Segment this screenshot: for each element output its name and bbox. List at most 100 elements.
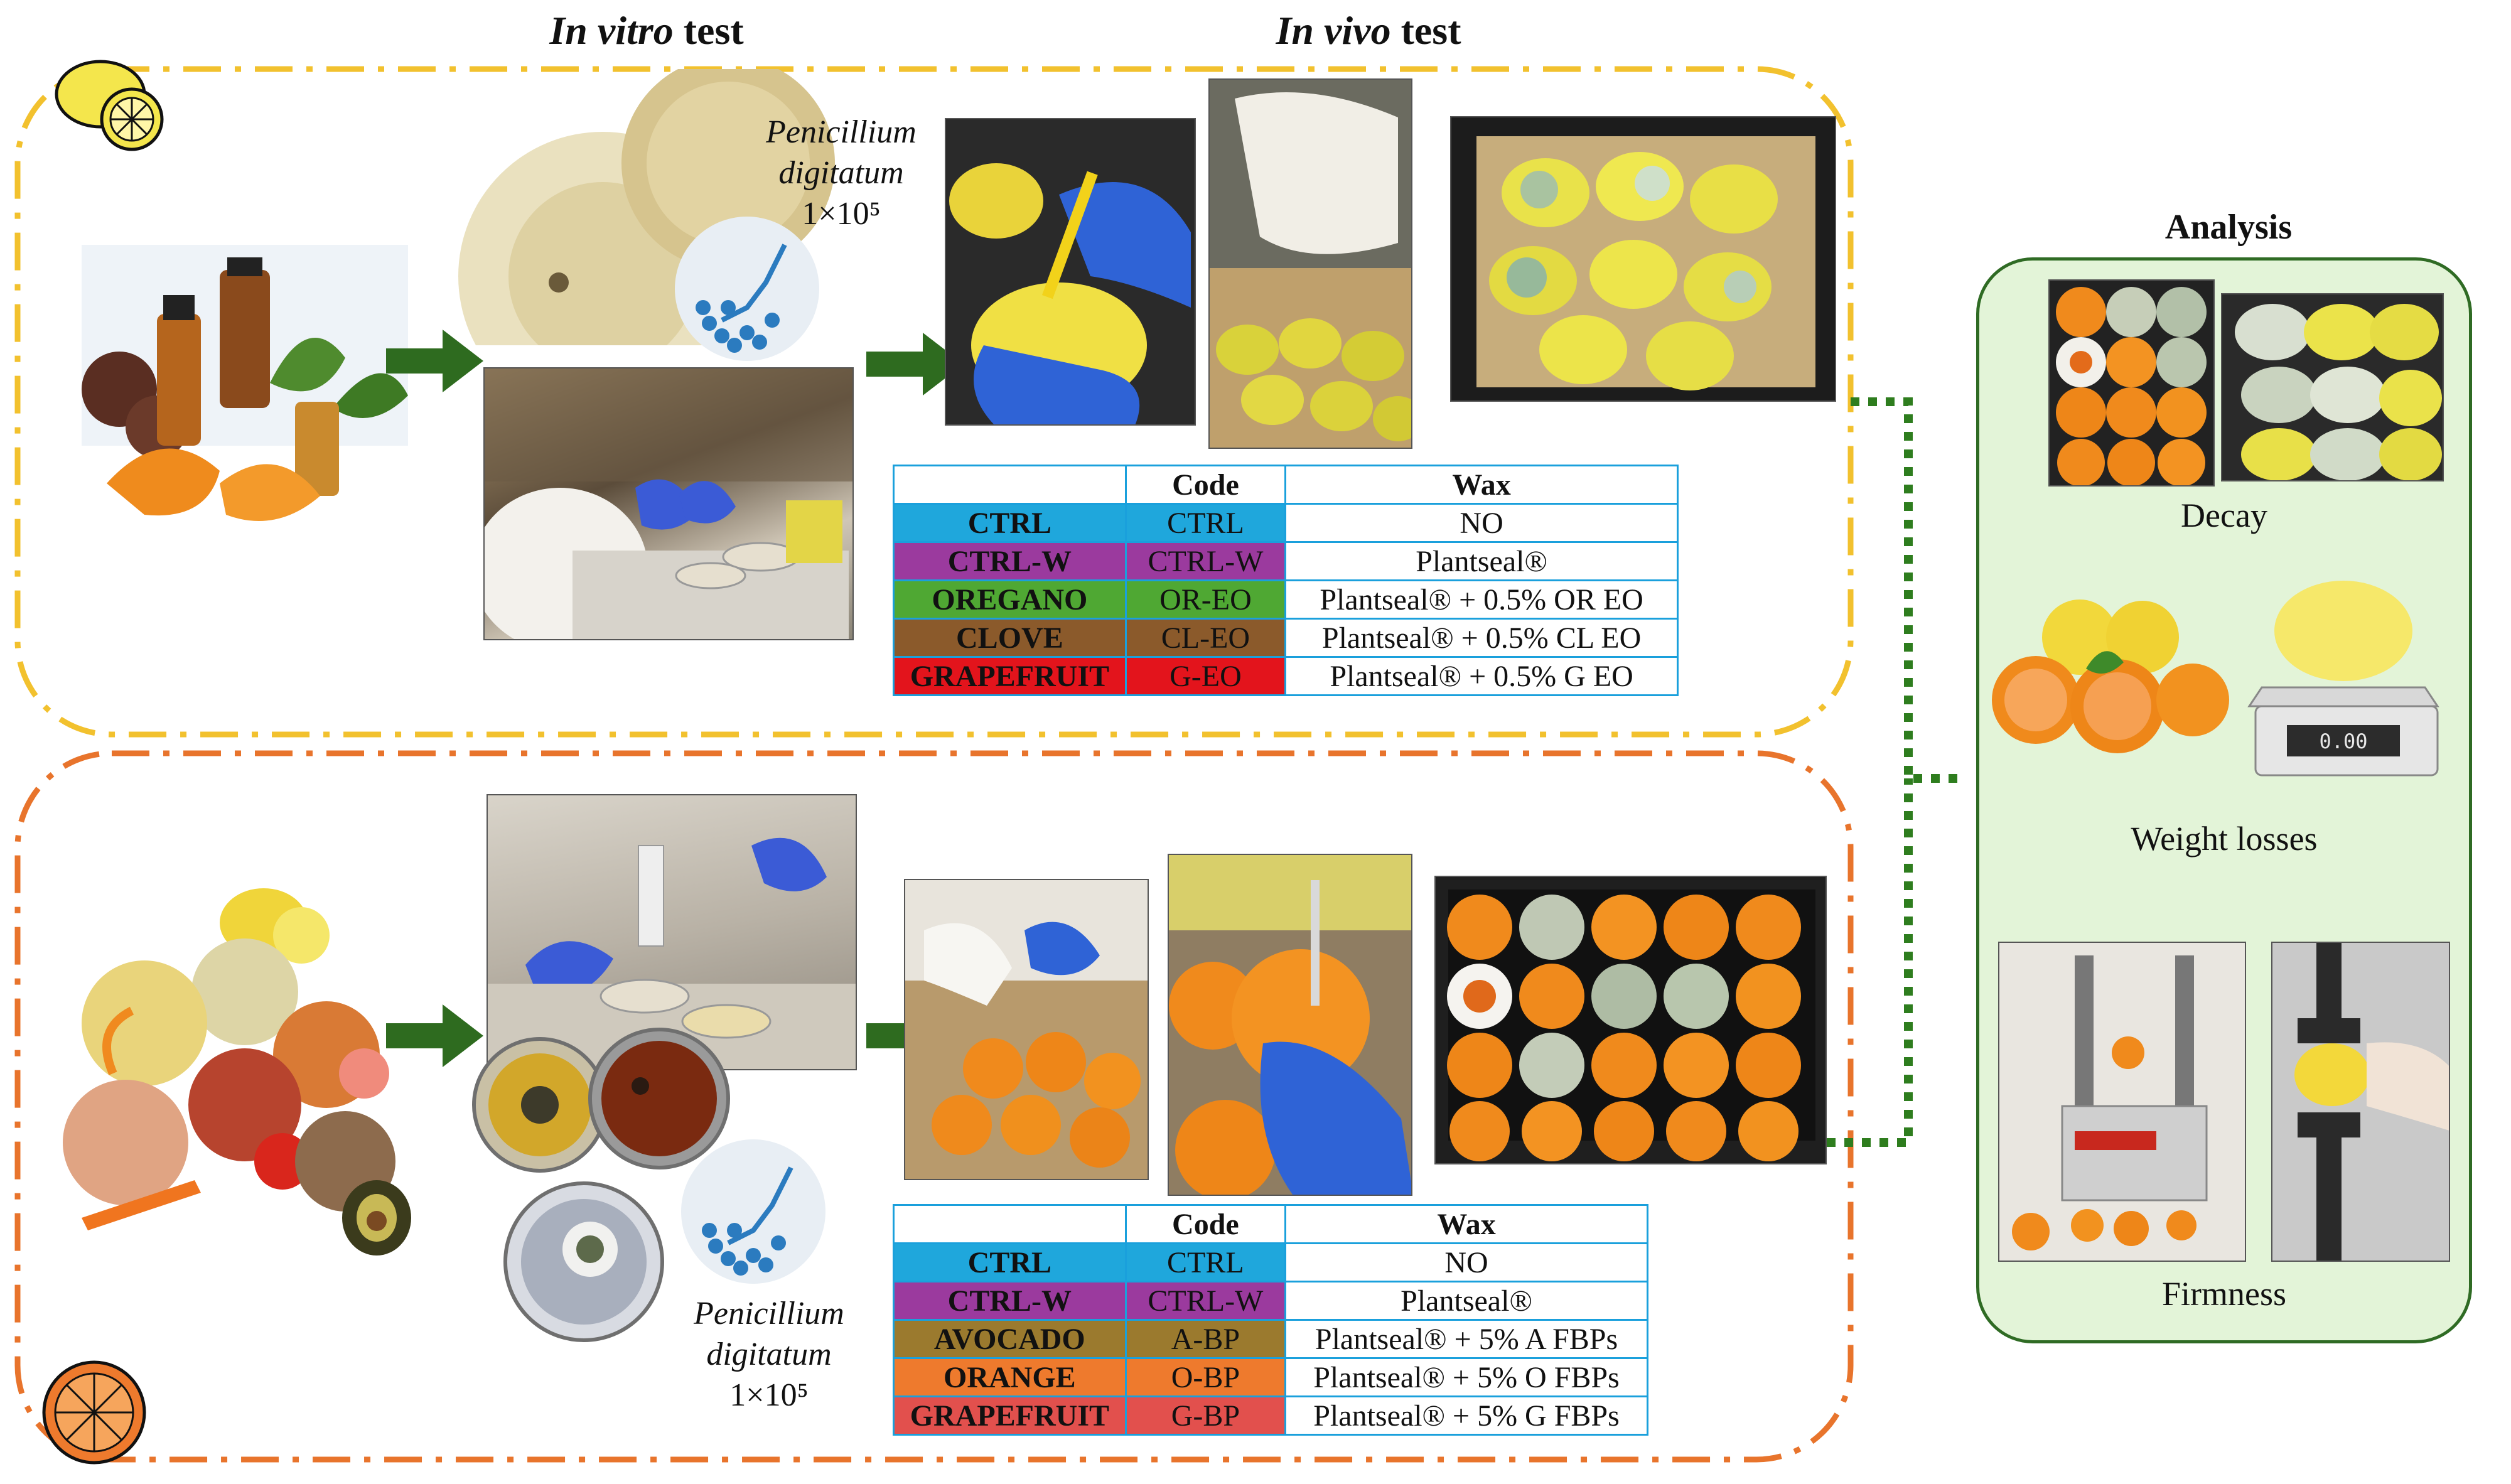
table-row: CLOVE CL-EO Plantseal® + 0.5% CL EO xyxy=(893,618,1679,658)
table-row: CTRL CTRL NO xyxy=(893,1242,1648,1282)
table-header-cell: Wax xyxy=(1284,465,1679,505)
treatment-name: ORANGE xyxy=(893,1357,1127,1397)
penicillium-conidiophore-icon xyxy=(681,1139,825,1284)
table-header-cell: Wax xyxy=(1284,1204,1648,1244)
table-row: AVOCADO A-BP Plantseal® + 5% A FBPs xyxy=(893,1319,1648,1359)
weighing-scale-icon: 0.00 xyxy=(2247,581,2439,777)
top-pathogen-label: Penicillium digitatum 1×10⁵ xyxy=(728,112,954,234)
citrus-fruits-illustration xyxy=(1992,600,2229,753)
table-row: CTRL-W CTRL-W Plantseal® xyxy=(893,541,1679,581)
table-header-row: Code Wax xyxy=(893,1204,1648,1244)
treatment-code: O-BP xyxy=(1124,1357,1287,1397)
food-byproducts-illustration xyxy=(63,888,411,1255)
table-row: GRAPEFRUIT G-BP Plantseal® + 5% G FBPs xyxy=(893,1395,1648,1436)
treatment-name: AVOCADO xyxy=(893,1319,1127,1359)
decay-oranges-detail xyxy=(2056,287,2207,485)
table-row: GRAPEFRUIT G-EO Plantseal® + 0.5% G EO xyxy=(893,656,1679,696)
table-header-cell xyxy=(893,1204,1127,1244)
essential-oils-illustration xyxy=(82,245,408,521)
top-pathogen-species: digitatum xyxy=(778,155,904,191)
arrow-right-icon xyxy=(386,330,483,392)
scale-display: 0.00 xyxy=(2319,729,2367,753)
treatment-name: CLOVE xyxy=(893,618,1127,658)
table-row: ORANGE O-BP Plantseal® + 5% O FBPs xyxy=(893,1357,1648,1397)
treatment-wax: NO xyxy=(1284,1242,1648,1282)
orange-slice-icon xyxy=(42,1360,146,1465)
treatment-code: OR-EO xyxy=(1124,579,1287,620)
treatment-code: G-EO xyxy=(1124,656,1287,696)
in-vivo-heading-italic: In vivo xyxy=(1276,8,1391,53)
petri-dish-cultures xyxy=(458,69,835,345)
treatment-name: OREGANO xyxy=(893,579,1127,620)
treatment-name: CTRL xyxy=(893,503,1127,543)
decay-oranges-photo xyxy=(2048,279,2215,487)
treatment-wax: NO xyxy=(1284,503,1679,543)
decay-label: Decay xyxy=(2181,497,2267,534)
table-row: CTRL-W CTRL-W Plantseal® xyxy=(893,1281,1648,1321)
texture-analyzer-photo xyxy=(1998,942,2246,1262)
table-row: OREGANO OR-EO Plantseal® + 0.5% OR EO xyxy=(893,579,1679,620)
top-treatment-table: Code Wax CTRL CTRL NO CTRL-W CTRL-W Plan… xyxy=(893,465,1679,696)
treatment-code: CTRL xyxy=(1124,1242,1287,1282)
firmness-probe-detail xyxy=(2294,943,2449,1261)
analysis-title: Analysis xyxy=(2164,208,2293,247)
in-vivo-heading: In vivo test xyxy=(1224,8,1513,54)
treatment-wax: Plantseal® + 5% O FBPs xyxy=(1284,1357,1648,1397)
bottom-pathogen-label: Penicillium digitatum 1×10⁵ xyxy=(656,1293,882,1416)
bottom-pathogen-species: digitatum xyxy=(706,1336,832,1372)
in-vivo-heading-rest: test xyxy=(1390,8,1461,53)
treatment-name: GRAPEFRUIT xyxy=(893,1395,1127,1436)
treatment-code: CL-EO xyxy=(1124,618,1287,658)
treatment-code: CTRL xyxy=(1124,503,1287,543)
decay-lemons-photo xyxy=(2221,293,2444,481)
lemon-icon xyxy=(55,60,164,151)
treatment-wax: Plantseal® + 5% A FBPs xyxy=(1284,1319,1648,1359)
table-header-cell: Code xyxy=(1124,465,1287,505)
lemon-inoculation-detail xyxy=(949,163,1191,424)
bottom-pathogen-genus: Penicillium xyxy=(694,1296,844,1331)
firmness-label: Firmness xyxy=(2161,1275,2287,1313)
treatment-wax: Plantseal® + 5% G FBPs xyxy=(1284,1395,1648,1436)
connector-bottom xyxy=(1827,778,1913,1147)
connector-top xyxy=(1851,397,1965,783)
arrow-right-icon xyxy=(386,1004,483,1067)
bottom-treatment-table: Code Wax CTRL CTRL NO CTRL-W CTRL-W Plan… xyxy=(893,1204,1648,1436)
weight-losses-label: Weight losses xyxy=(2131,820,2318,858)
treatment-code: CTRL-W xyxy=(1124,541,1287,581)
lemon-inoculation-photo xyxy=(945,118,1196,426)
decayed-lemons-detail xyxy=(1476,136,1815,390)
in-vitro-heading-italic: In vitro xyxy=(549,8,674,53)
petri-dish-cultures-colored xyxy=(472,1028,730,1342)
lab-photo-detail xyxy=(485,368,852,639)
lemons-in-box-photo xyxy=(1208,78,1412,449)
penicillium-conidiophore-icon xyxy=(675,217,819,361)
texture-analyzer-detail xyxy=(2012,955,2208,1250)
bottom-pathogen-concentration: 1×10⁵ xyxy=(729,1377,809,1413)
orange-inoculation-photo xyxy=(904,879,1149,1180)
treatment-name: CTRL xyxy=(893,1242,1127,1282)
treatment-name: GRAPEFRUIT xyxy=(893,656,1127,696)
treatment-name: CTRL-W xyxy=(893,1281,1127,1321)
table-header-row: Code Wax xyxy=(893,465,1679,505)
treatment-wax: Plantseal® + 0.5% CL EO xyxy=(1284,618,1679,658)
treatment-wax: Plantseal® + 0.5% G EO xyxy=(1284,656,1679,696)
treatment-wax: Plantseal® xyxy=(1284,1281,1648,1321)
decayed-lemons-box-photo xyxy=(1450,116,1836,402)
decayed-oranges-box-photo xyxy=(1434,876,1827,1164)
top-pathogen-genus: Penicillium xyxy=(766,114,917,150)
firmness-probe-photo xyxy=(2271,942,2450,1262)
treatment-code: CTRL-W xyxy=(1124,1281,1287,1321)
orange-inoculation-detail xyxy=(905,880,1148,1168)
lab-photo-in-vitro-top xyxy=(483,367,854,640)
analysis-panel: Decay 0.00 Weight losses xyxy=(1976,257,2472,1343)
treatment-code: G-BP xyxy=(1124,1395,1287,1436)
decay-lemons-detail xyxy=(2235,304,2442,480)
treatment-name: CTRL-W xyxy=(893,541,1127,581)
in-vitro-heading: In vitro test xyxy=(496,8,797,54)
top-pathogen-concentration: 1×10⁵ xyxy=(802,196,881,232)
treatment-wax: Plantseal® + 0.5% OR EO xyxy=(1284,579,1679,620)
table-header-cell xyxy=(893,465,1127,505)
decayed-oranges-detail xyxy=(1447,890,1815,1161)
arrow-right-icon xyxy=(866,333,964,395)
